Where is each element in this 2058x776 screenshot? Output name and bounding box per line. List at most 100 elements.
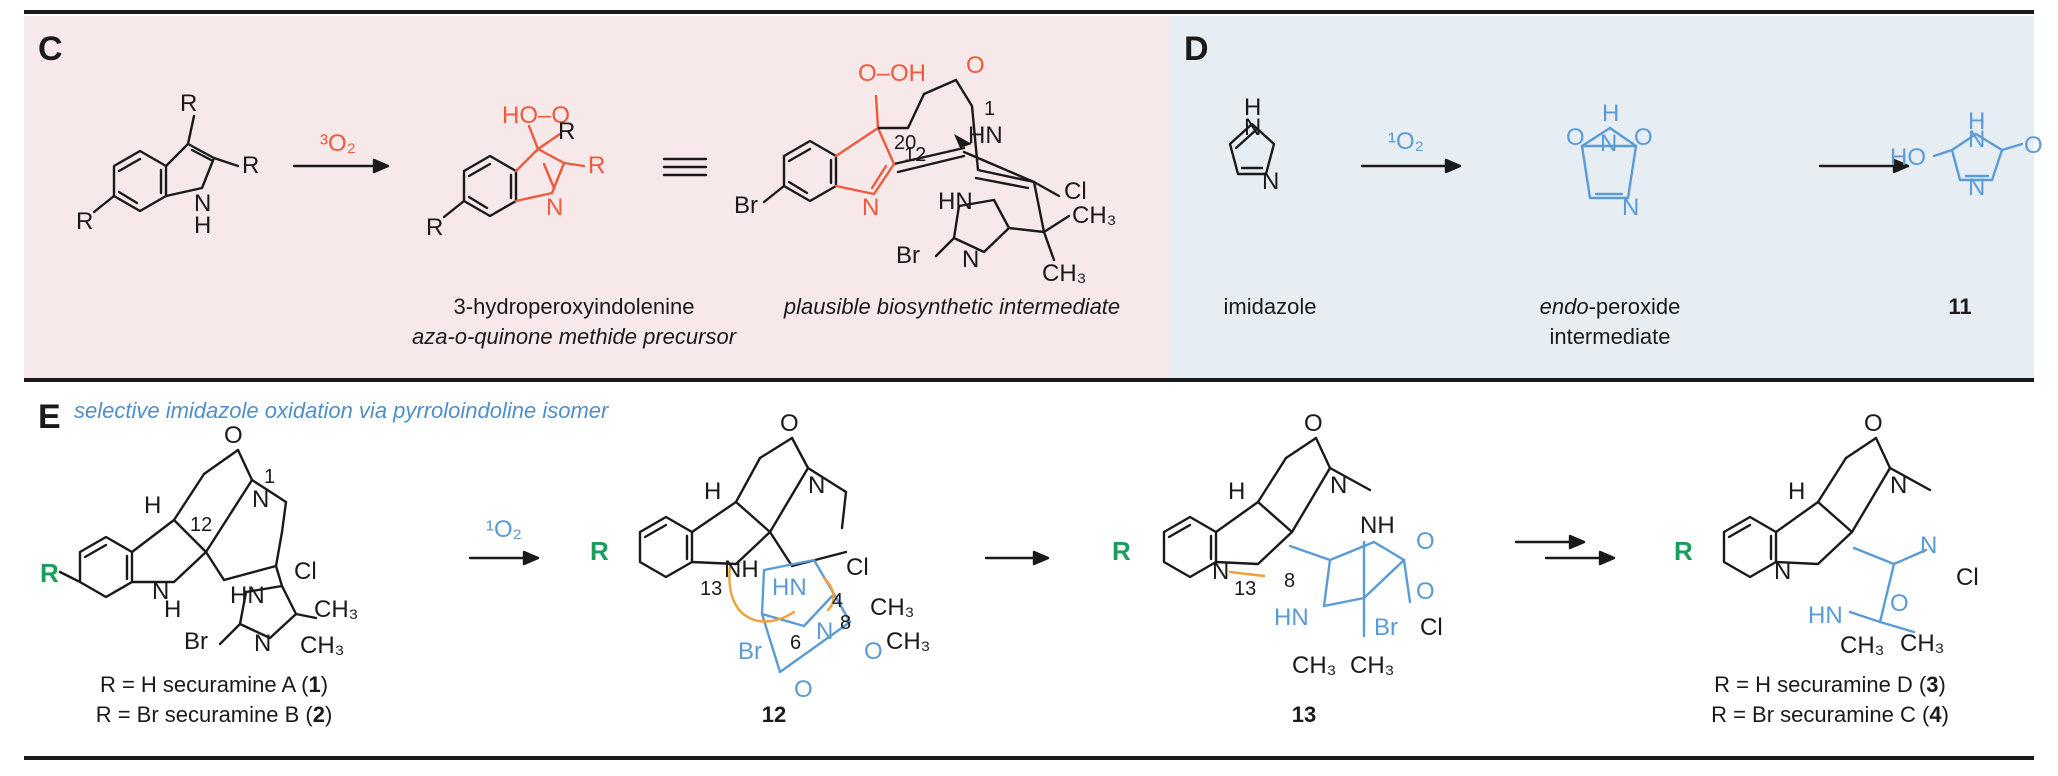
locant-1: 1 (264, 466, 276, 488)
locant-1: 1 (984, 98, 996, 120)
atom-CH3: CH₃ (1042, 260, 1087, 287)
atom-N: N (816, 618, 834, 645)
atom-R: R (1674, 536, 1693, 566)
atom-H: H (1968, 108, 1986, 135)
panel-c: C (24, 16, 1170, 378)
atom-CH3: CH₃ (1072, 202, 1117, 229)
locant-12: 12 (904, 144, 927, 166)
atom-N: N (1920, 532, 1938, 559)
reagent-singlet-oxygen: ¹O₂ (486, 516, 522, 543)
atom-CH3: CH₃ (886, 628, 931, 655)
locant-6: 6 (790, 632, 802, 654)
locant-4: 4 (832, 590, 844, 612)
atom-HO: HO (1890, 144, 1926, 171)
caption-securamine-b: R = Br securamine B (2) (95, 702, 333, 727)
bottom-rule (24, 756, 2034, 760)
atom-R: R (558, 118, 576, 145)
atom-Cl: Cl (1064, 178, 1087, 205)
atom-H: H (144, 492, 162, 519)
atom-R: R (426, 214, 444, 241)
panel-c-letter: C (38, 30, 63, 68)
atom-R: R (242, 152, 260, 179)
atom-N: N (194, 190, 212, 217)
atom-NH: NH (724, 556, 759, 583)
caption-imidazole: imidazole (1223, 294, 1317, 319)
atom-CH3: CH₃ (1350, 652, 1395, 679)
atom-R: R (590, 536, 609, 566)
atom-N: N (1968, 174, 1986, 201)
caption-securamine-a: R = H securamine A (1) (99, 672, 329, 697)
top-rule (24, 10, 2034, 14)
atom-O: O (864, 638, 883, 665)
atom-O: O (1416, 528, 1435, 555)
caption-endo-peroxide: endo-peroxide intermediate (1539, 294, 1681, 349)
atom-Br: Br (184, 628, 208, 655)
atom-H: H (1602, 100, 1620, 127)
compound-12-label: 12 (761, 702, 787, 727)
locant-13: 13 (1234, 578, 1257, 600)
atom-N: N (1774, 558, 1792, 585)
atom-H: H (704, 478, 722, 505)
atom-N: N (1330, 472, 1348, 499)
panel-d-letter: D (1184, 30, 1209, 68)
atom-Cl: Cl (1956, 564, 1979, 591)
atom-O: O (1864, 410, 1883, 437)
atom-H: H (164, 596, 182, 623)
compound-13-label: 13 (1291, 702, 1317, 727)
locant-20: 20 (894, 132, 917, 154)
atom-O: O (224, 422, 243, 449)
atom-CH3: CH₃ (314, 596, 359, 623)
atom-HOO: HO–O (502, 102, 571, 129)
atom-N: N (1212, 558, 1230, 585)
locant-12: 12 (190, 514, 213, 536)
atom-N: N (1600, 130, 1618, 157)
atom-R: R (588, 152, 606, 179)
atom-N: N (1262, 168, 1280, 195)
atom-OOH: O–OH (858, 60, 927, 87)
atom-CH3: CH₃ (1840, 632, 1885, 659)
atom-Br: Br (1374, 614, 1398, 641)
reagent-singlet-oxygen: ¹O₂ (1388, 128, 1424, 155)
atom-N: N (1622, 194, 1640, 221)
caption-securamine-c: R = Br securamine C (4) (1711, 702, 1949, 727)
atom-Cl: Cl (846, 554, 869, 581)
atom-O: O (966, 52, 985, 79)
atom-N: N (254, 630, 272, 657)
atom-CH3: CH₃ (300, 632, 345, 659)
atom-HN: HN (968, 122, 1003, 149)
atom-O: O (794, 676, 813, 703)
atom-CH3: CH₃ (870, 594, 915, 621)
atom-CH3: CH₃ (1900, 630, 1945, 657)
atom-N: N (962, 246, 980, 273)
imidazole-ring (1228, 122, 1276, 176)
atom-Cl: Cl (1420, 614, 1443, 641)
atom-N: N (252, 486, 270, 513)
panel-d: D H N N ¹O₂ H O N O N H N O HO N imidazo… (1170, 16, 2043, 378)
atom-HN: HN (230, 582, 265, 609)
atom-R: R (76, 208, 94, 235)
middle-rule (24, 378, 2034, 382)
atom-N: N (808, 472, 826, 499)
atom-O: O (1890, 590, 1909, 617)
atom-Br: Br (738, 638, 762, 665)
panel-d-scheme (1228, 122, 2024, 200)
atom-HN: HN (1808, 602, 1843, 629)
atom-H: H (1788, 478, 1806, 505)
atom-HN: HN (1274, 604, 1309, 631)
atom-CH3: CH₃ (1292, 652, 1337, 679)
caption-securamine-d: R = H securamine D (3) (1714, 672, 1946, 697)
atom-R: R (40, 558, 59, 588)
atom-H: H (1228, 478, 1246, 505)
reagent-triplet-oxygen: ³O₂ (320, 130, 356, 157)
compound-11-label: 11 (1948, 294, 1972, 319)
atom-R: R (180, 90, 198, 117)
atom-HN: HN (772, 574, 807, 601)
atom-N: N (546, 194, 564, 221)
panel-e-scheme (58, 436, 1932, 674)
atom-HN: HN (938, 188, 973, 215)
panel-e-title: selective imidazole oxidation via pyrrol… (74, 398, 609, 423)
atom-Br: Br (896, 242, 920, 269)
caption-hydroperoxyindolenine: 3-hydroperoxyindolenine aza-o-quinone me… (411, 294, 737, 349)
atom-O: O (1304, 410, 1323, 437)
atom-H: H (194, 212, 212, 239)
